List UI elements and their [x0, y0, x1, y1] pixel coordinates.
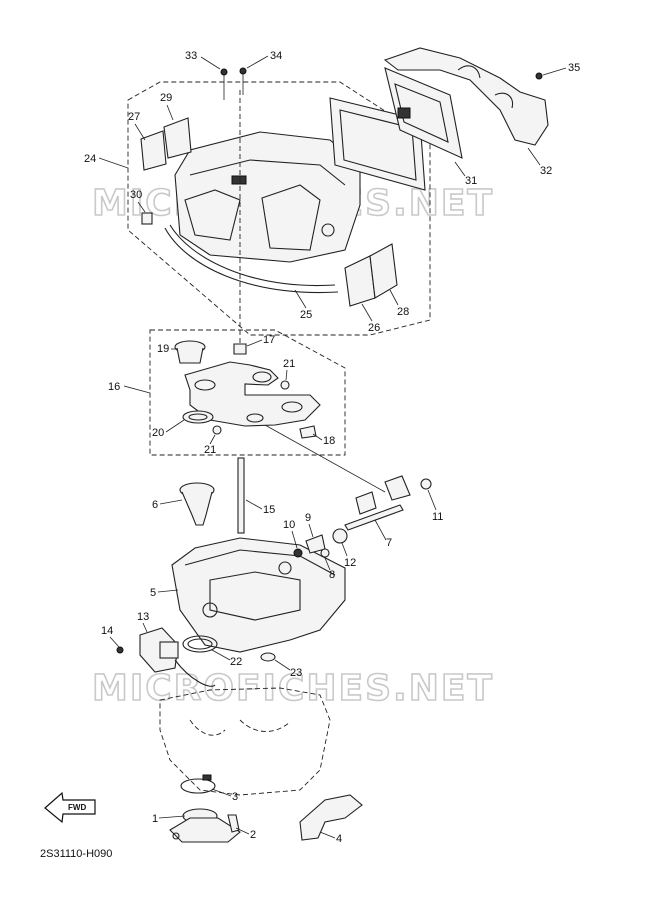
nut-10	[293, 548, 303, 558]
callout-9: 9	[305, 512, 311, 524]
callout-26: 26	[368, 322, 380, 334]
bolt-35	[535, 72, 543, 80]
callout-14: 14	[101, 625, 113, 637]
bolt-34	[239, 67, 247, 75]
callout-7: 7	[386, 537, 392, 549]
callout-2: 2	[250, 829, 256, 841]
rod-15	[237, 457, 245, 534]
callout-19: 19	[157, 343, 169, 355]
gasket-22	[182, 635, 218, 653]
callout-4: 4	[336, 833, 342, 845]
callout-group: 1 2 3 4 5 6 7 8 9 10 11 12 13 14 15 16 1…	[84, 50, 580, 845]
airbox-group-outline	[127, 81, 431, 336]
callout-18: 18	[323, 435, 335, 447]
callout-30: 30	[130, 189, 142, 201]
filter-frame-31	[384, 67, 463, 159]
air-filter-case-bottom-5	[171, 537, 346, 653]
engine-outline	[159, 687, 331, 796]
duct-4	[299, 794, 363, 841]
callout-21-lower: 21	[204, 444, 216, 456]
nut-21-upper	[280, 380, 290, 390]
filter-27	[140, 130, 167, 171]
callout-11: 11	[432, 511, 443, 523]
callout-25: 25	[300, 309, 312, 321]
plug-23	[260, 652, 276, 662]
duct-32	[383, 47, 549, 146]
callout-12: 12	[344, 557, 356, 569]
callout-10: 10	[283, 519, 295, 531]
callout-20: 20	[152, 427, 164, 439]
callout-1: 1	[152, 813, 158, 825]
bolt-12	[332, 528, 348, 544]
callout-24: 24	[84, 153, 96, 165]
air-filter-case-top	[164, 131, 361, 294]
fwd-label: FWD	[68, 803, 86, 812]
bolt-33	[220, 68, 228, 76]
callout-29: 29	[160, 92, 172, 104]
clamp-3	[180, 774, 216, 794]
callout-31: 31	[465, 175, 477, 187]
callout-33: 33	[185, 50, 197, 62]
callout-8: 8	[329, 569, 335, 581]
callout-27: 27	[128, 111, 140, 123]
filter-element-28	[369, 243, 398, 299]
callout-16: 16	[108, 381, 120, 393]
callout-5: 5	[150, 587, 156, 599]
gasket-22-inner	[187, 638, 213, 650]
filter-29	[163, 117, 192, 159]
grommet-17	[233, 343, 247, 355]
callout-34: 34	[270, 50, 282, 62]
callout-6: 6	[152, 499, 158, 511]
joint-group-outline	[149, 329, 346, 456]
collar-8	[320, 548, 330, 558]
callout-13: 13	[137, 611, 149, 623]
funnel-19	[174, 340, 206, 364]
funnel-20	[182, 410, 214, 424]
callout-21-upper: 21	[283, 358, 295, 370]
diagram-code: 2S31110-H090	[40, 848, 112, 860]
clip-30	[141, 212, 153, 225]
funnel-6	[179, 482, 215, 526]
clip-18	[299, 425, 317, 439]
nut-11	[420, 478, 432, 490]
carb-joint-1	[169, 808, 241, 843]
callout-17: 17	[263, 334, 275, 346]
nut-21-lower	[212, 425, 222, 435]
callout-32: 32	[540, 165, 552, 177]
fwd-arrow-icon: FWD	[44, 791, 96, 824]
sensor-13	[139, 627, 179, 673]
callout-28: 28	[397, 306, 409, 318]
callout-23: 23	[290, 667, 302, 679]
callout-15: 15	[263, 504, 275, 516]
screw-14	[116, 646, 124, 654]
callout-35: 35	[568, 62, 580, 74]
callout-3: 3	[232, 791, 238, 803]
callout-22: 22	[230, 656, 242, 668]
watermark-bottom: MICROFICHES.NET	[92, 668, 494, 709]
shaft-7	[344, 475, 411, 531]
